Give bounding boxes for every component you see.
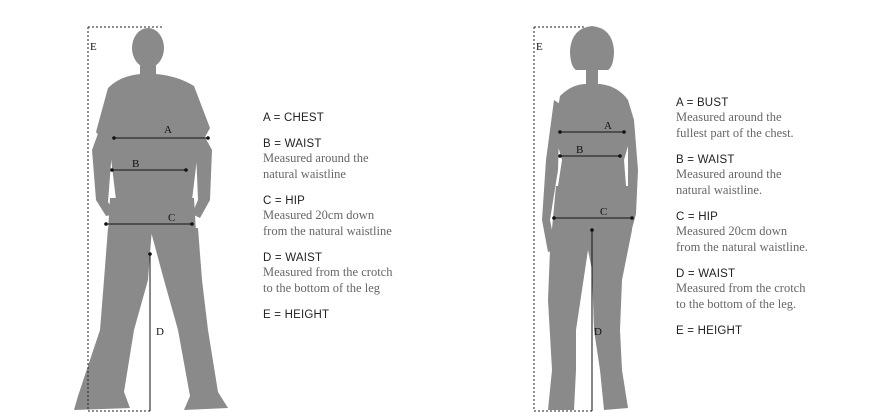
marker-c: C (600, 206, 607, 218)
legend-heading: E = HEIGHT (676, 325, 743, 337)
legend-heading: D = WAIST (263, 252, 323, 264)
legend-heading: C = HIP (263, 195, 305, 207)
legend-desc: Measured from the crotch (676, 281, 806, 295)
legend-heading: A = BUST (676, 97, 729, 109)
female-silhouette: E A B C D (533, 26, 638, 412)
marker-a: A (604, 120, 612, 132)
legend-item-inseam: D = WAIST Measured from the crotch to th… (263, 251, 392, 296)
marker-b: B (576, 144, 583, 156)
marker-b: B (132, 158, 139, 170)
legend-desc: to the bottom of the leg. (676, 296, 797, 311)
legend-heading: A = CHEST (263, 112, 324, 124)
legend-heading: B = WAIST (263, 138, 322, 150)
legend-desc: Measured around the (676, 110, 782, 124)
legend-item-hip: C = HIP Measured 20cm down from the natu… (263, 194, 392, 239)
male-legend: A = CHEST B = WAIST Measured around the … (263, 111, 392, 334)
legend-desc: Measured 20cm down (263, 208, 375, 222)
legend-item-waist: B = WAIST Measured around the natural wa… (676, 153, 808, 198)
marker-d: D (594, 326, 602, 338)
marker-e: E (536, 41, 543, 53)
marker-c: C (168, 212, 175, 224)
marker-d: D (156, 326, 164, 338)
legend-desc: natural waistline. (676, 182, 763, 197)
legend-item-hip: C = HIP Measured 20cm down from the natu… (676, 210, 808, 255)
legend-item-height: E = HEIGHT (676, 324, 808, 338)
legend-heading: C = HIP (676, 211, 718, 223)
legend-desc: Measured 20cm down (676, 224, 788, 238)
legend-desc: Measured from the crotch (263, 265, 393, 279)
legend-desc: fullest part of the chest. (676, 125, 794, 140)
legend-heading: E = HEIGHT (263, 309, 330, 321)
legend-desc: Measured around the (263, 151, 369, 165)
legend-item-inseam: D = WAIST Measured from the crotch to th… (676, 267, 808, 312)
legend-desc: from the natural waistline (263, 223, 392, 238)
legend-heading: D = WAIST (676, 268, 736, 280)
male-figure: E A B C D (60, 0, 250, 413)
legend-desc: natural waistline (263, 166, 346, 181)
legend-item-bust: A = BUST Measured around the fullest par… (676, 96, 808, 141)
legend-desc: from the natural waistline. (676, 239, 808, 254)
legend-heading: B = WAIST (676, 154, 735, 166)
legend-item-waist: B = WAIST Measured around the natural wa… (263, 137, 392, 182)
male-silhouette: E A B C D (74, 26, 228, 412)
female-figure: E A B C D (520, 0, 660, 413)
legend-item-height: E = HEIGHT (263, 308, 392, 322)
female-legend: A = BUST Measured around the fullest par… (676, 96, 808, 350)
legend-item-chest: A = CHEST (263, 111, 392, 125)
legend-desc: to the bottom of the leg (263, 280, 380, 295)
marker-a: A (164, 124, 172, 136)
legend-desc: Measured around the (676, 167, 782, 181)
marker-e: E (90, 41, 97, 53)
